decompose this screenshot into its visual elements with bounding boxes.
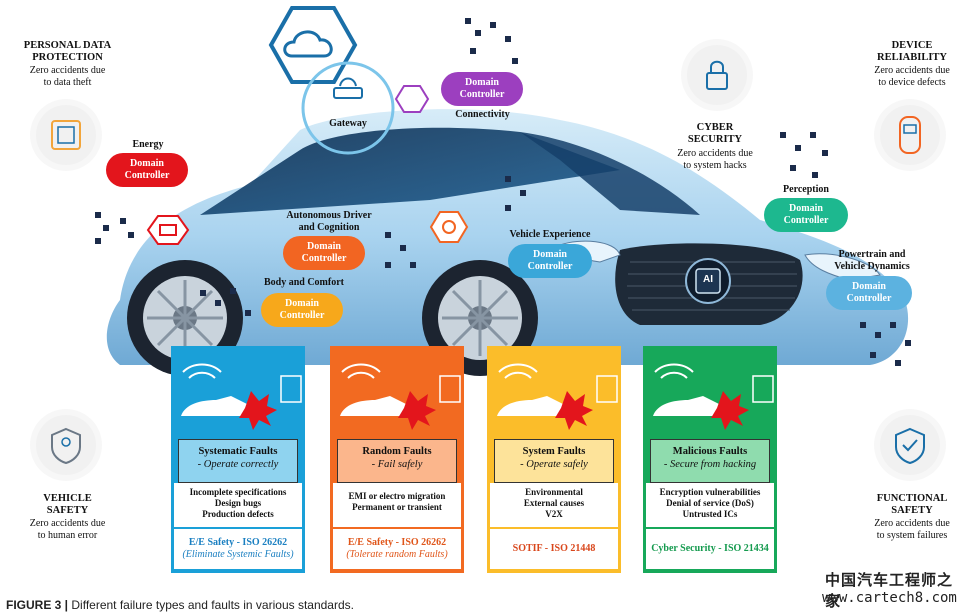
systematic-faults-title: Systematic Faults xyxy=(198,446,278,457)
panel-malicious-faults: Malicious Faults - Secure from hacking E… xyxy=(643,346,777,573)
malicious-faults-sub: - Secure from hacking xyxy=(663,459,757,470)
random-faults-box: Random Faults - Fail safely xyxy=(337,439,457,483)
malicious-faults-title: Malicious Faults xyxy=(672,446,748,457)
body-comfort-title: Body and Comfort xyxy=(263,277,344,288)
system-faults-title: System Faults xyxy=(522,446,586,457)
powertrain-domain-controller: Domain Controller xyxy=(826,276,912,310)
figure-caption-text: Different failure types and faults in va… xyxy=(68,598,354,612)
device-reliability-title: DEVICE RELIABILITY xyxy=(876,40,948,63)
gear-hex-icon xyxy=(429,211,469,243)
gateway-label: Gateway xyxy=(329,118,367,129)
connectivity-domain-controller: Domain Controller xyxy=(441,72,523,106)
malicious-faults-standard: Cyber Security - ISO 21434 xyxy=(651,543,769,554)
watermark-chinese: 中国汽车工程师之家 xyxy=(825,571,954,610)
panel-systematic-faults: Systematic Faults - Operate correctly In… xyxy=(171,346,305,573)
system-faults-items: Environmental External causes V2X xyxy=(490,483,618,527)
random-faults-sub: - Fail safely xyxy=(371,459,423,470)
random-faults-title: Random Faults xyxy=(362,446,432,457)
system-faults-standard-box: SOTIF - ISO 21448 xyxy=(490,529,618,569)
systematic-faults-standard: E/E Safety - ISO 26262 xyxy=(188,537,288,548)
car-windshield xyxy=(200,127,620,215)
malicious-faults-items: Encryption vulnerabilities Denial of ser… xyxy=(646,483,774,527)
cyber-security-sub: Zero accidents due to system hacks xyxy=(677,148,753,171)
car-crash-icon xyxy=(181,363,302,430)
car-crash-icon xyxy=(497,363,618,430)
random-faults-standard: E/E Safety - ISO 26262 xyxy=(347,537,447,548)
systematic-faults-sub: - Operate correctly xyxy=(197,459,279,470)
personal-data-sub: Zero accidents due to data theft xyxy=(29,65,106,88)
autonomous-title: Autonomous Driver and Cognition xyxy=(286,210,372,233)
body-comfort-domain-controller: Domain Controller xyxy=(261,293,343,327)
functional-safety-title: FUNCTIONAL SAFETY xyxy=(876,493,948,516)
vehicle-safety-sub: Zero accidents due to human error xyxy=(29,518,106,541)
malicious-faults-standard-box: Cyber Security - ISO 21434 xyxy=(646,529,774,569)
system-faults-standard: SOTIF - ISO 21448 xyxy=(512,543,596,554)
system-faults-sub: - Operate safely xyxy=(520,459,588,470)
battery-hex-icon xyxy=(146,215,190,245)
perception-domain-controller: Domain Controller xyxy=(764,198,848,232)
watermark-url: www.cartech8.com xyxy=(822,590,957,606)
random-faults-items: EMI or electro migration Permanent or tr… xyxy=(333,483,461,527)
panel-system-faults: System Faults - Operate safely Environme… xyxy=(487,346,621,573)
car-side-window xyxy=(520,132,700,215)
vehicle-experience-title: Vehicle Experience xyxy=(509,229,591,240)
lock-circuit-icon xyxy=(687,45,747,105)
figure-caption-label: FIGURE 3 | xyxy=(6,598,69,612)
systematic-faults-standard-box: E/E Safety - ISO 26262 (Eliminate System… xyxy=(174,529,302,569)
systematic-faults-standard-note: (Eliminate Systemic Faults) xyxy=(182,549,294,560)
malicious-faults-box: Malicious Faults - Secure from hacking xyxy=(650,439,770,483)
system-faults-box: System Faults - Operate safely xyxy=(494,439,614,483)
chip-data-icon xyxy=(36,105,96,165)
ai-chip-label: AI xyxy=(703,274,713,285)
wifi-hex-icon xyxy=(394,85,430,113)
device-reliability-sub: Zero accidents due to device defects xyxy=(874,65,950,88)
vehicle-experience-domain-controller: Domain Controller xyxy=(508,244,592,278)
driver-shield-icon xyxy=(36,415,96,475)
perception-title: Perception xyxy=(783,184,829,195)
energy-title: Energy xyxy=(132,139,164,150)
systematic-faults-box: Systematic Faults - Operate correctly xyxy=(178,439,298,483)
random-faults-standard-note: (Tolerate random Faults) xyxy=(346,549,448,560)
personal-data-title: PERSONAL DATA PROTECTION xyxy=(23,40,112,63)
panel-random-faults: Random Faults - Fail safely EMI or elect… xyxy=(330,346,464,573)
cyber-security-title: CYBER SECURITY xyxy=(687,122,743,145)
systematic-faults-items: Incomplete specifications Design bugs Pr… xyxy=(174,483,302,527)
gateway-circle xyxy=(301,61,395,155)
functional-safety-sub: Zero accidents due to system failures xyxy=(874,518,950,541)
car-crash-icon xyxy=(340,363,461,430)
vehicle-safety-title: VEHICLE SAFETY xyxy=(43,493,92,516)
cloud-hex-icon xyxy=(268,6,358,84)
autonomous-domain-controller: Domain Controller xyxy=(283,236,365,270)
random-faults-standard-box: E/E Safety - ISO 26262 (Tolerate random … xyxy=(333,529,461,569)
powertrain-title: Powertrain and Vehicle Dynamics xyxy=(834,249,910,272)
car-top-view-icon xyxy=(880,105,940,165)
car-crash-icon xyxy=(653,363,774,430)
connectivity-title: Connectivity xyxy=(455,109,510,120)
shield-check-icon xyxy=(880,415,940,475)
energy-domain-controller: Domain Controller xyxy=(106,153,188,187)
figure-caption: FIGURE 3 | Different failure types and f… xyxy=(6,598,354,612)
